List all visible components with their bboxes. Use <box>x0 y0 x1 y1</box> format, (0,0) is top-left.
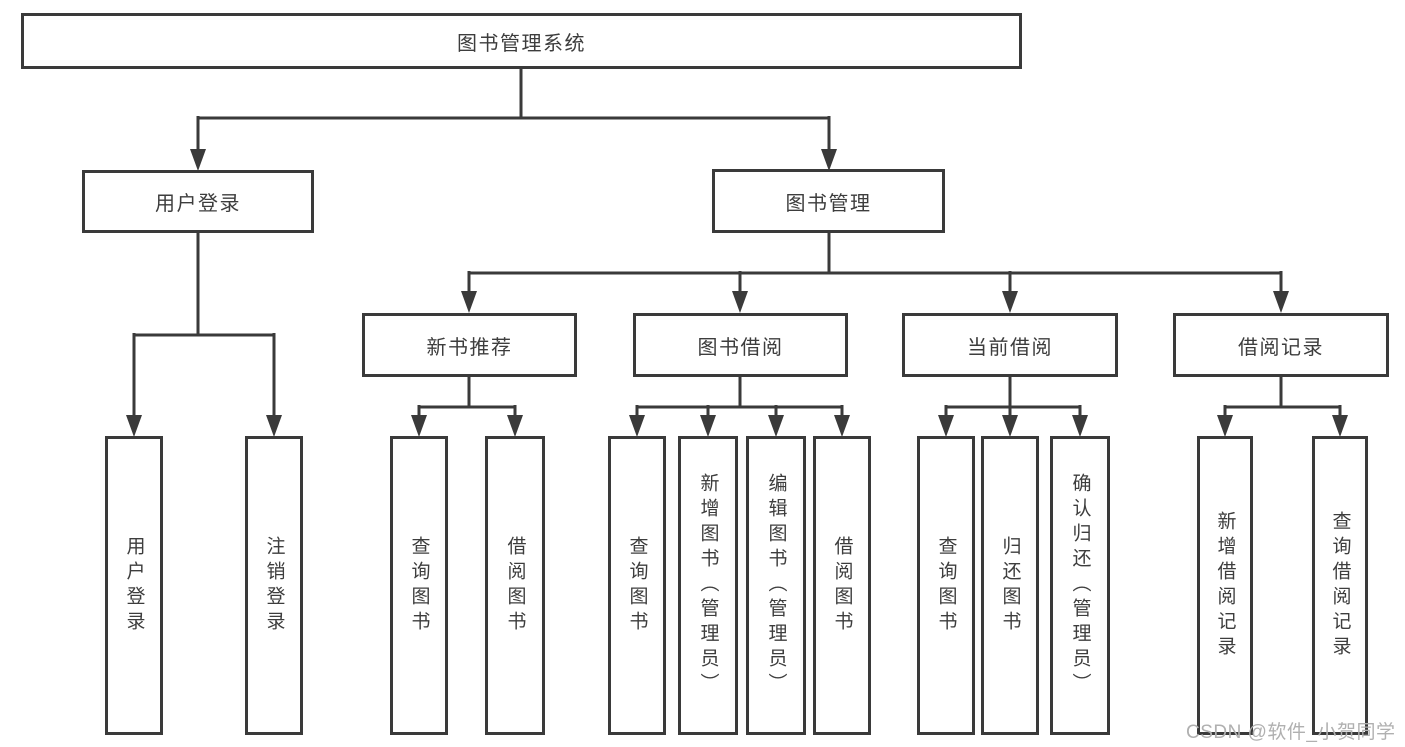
leaf-borrow-books-label: 借阅图书 <box>831 535 853 636</box>
leaf-query-books-current: 查询图书 <box>917 436 975 735</box>
node-book-borrow-label: 图书借阅 <box>697 336 784 359</box>
leaf-confirm-return-admin-label: 确认归还（管理员） <box>1069 473 1091 698</box>
node-book-management: 图书管理 <box>712 169 945 233</box>
leaf-user-login-label: 用户登录 <box>123 535 145 636</box>
leaf-add-borrow-record: 新增借阅记录 <box>1197 436 1253 735</box>
node-book-borrow: 图书借阅 <box>633 313 848 377</box>
connector-currentborrow-to-leaves <box>944 377 1082 417</box>
leaf-query-borrow-record: 查询借阅记录 <box>1312 436 1368 735</box>
connector-borrowrecords-to-leaves <box>1223 377 1342 417</box>
leaf-add-book-admin-label: 新增图书（管理员） <box>697 473 719 698</box>
node-borrow-records: 借阅记录 <box>1173 313 1389 377</box>
leaf-edit-book-admin: 编辑图书（管理员） <box>746 436 806 735</box>
node-root-label: 图书管理系统 <box>457 32 586 55</box>
csdn-watermark: CSDN @软件_小贺同学 <box>1186 722 1396 743</box>
node-root: 图书管理系统 <box>21 13 1022 69</box>
leaf-borrow-books-recommend: 借阅图书 <box>485 436 545 735</box>
node-current-borrow-label: 当前借阅 <box>967 336 1053 359</box>
leaf-logout-label: 注销登录 <box>263 535 285 636</box>
leaf-borrow-books-recommend-label: 借阅图书 <box>504 535 526 636</box>
leaf-confirm-return-admin: 确认归还（管理员） <box>1050 436 1110 735</box>
leaf-query-books-current-label: 查询图书 <box>935 535 957 636</box>
leaf-borrow-books: 借阅图书 <box>813 436 871 735</box>
leaf-query-books-recommend-label: 查询图书 <box>408 535 430 636</box>
node-borrow-records-label: 借阅记录 <box>1238 336 1324 359</box>
node-new-book-recommend-label: 新书推荐 <box>426 336 513 359</box>
leaf-edit-book-admin-label: 编辑图书（管理员） <box>765 473 787 698</box>
connector-root-to-level2 <box>196 69 831 151</box>
leaf-query-books-borrow-label: 查询图书 <box>626 535 648 636</box>
leaf-query-borrow-record-label: 查询借阅记录 <box>1329 510 1351 661</box>
node-book-management-label: 图书管理 <box>785 192 872 215</box>
leaf-logout: 注销登录 <box>245 436 303 735</box>
leaf-return-book-label: 归还图书 <box>999 535 1021 636</box>
connector-userlogin-to-leaves <box>132 233 276 417</box>
node-current-borrow: 当前借阅 <box>902 313 1118 377</box>
leaf-user-login: 用户登录 <box>105 436 163 735</box>
node-user-login: 用户登录 <box>82 170 314 233</box>
leaf-return-book: 归还图书 <box>981 436 1039 735</box>
leaf-add-book-admin: 新增图书（管理员） <box>678 436 738 735</box>
connector-bookborrow-to-leaves <box>635 377 844 417</box>
leaf-query-books-recommend: 查询图书 <box>390 436 448 735</box>
node-new-book-recommend: 新书推荐 <box>362 313 577 377</box>
leaf-query-books-borrow: 查询图书 <box>608 436 666 735</box>
node-user-login-label: 用户登录 <box>155 193 241 215</box>
connector-newbook-to-leaves <box>417 377 517 417</box>
leaf-add-borrow-record-label: 新增借阅记录 <box>1214 510 1236 661</box>
connector-bookmgmt-to-level3 <box>467 233 1283 293</box>
